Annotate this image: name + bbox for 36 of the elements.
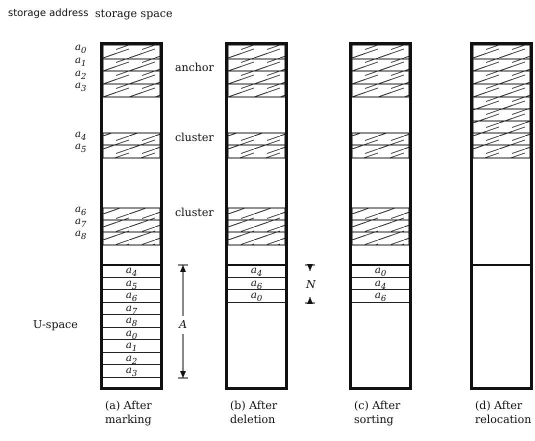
memory-cell: a$_{0}$ — [103, 328, 160, 340]
address-label: a$_{1}$ — [75, 55, 86, 69]
region-label: cluster — [175, 207, 214, 219]
column-heading: storage space — [95, 8, 172, 20]
region-label: U-space — [33, 319, 78, 331]
memory-cell: a$_{1}$ — [103, 340, 160, 352]
memory-cell: a$_{4}$ — [352, 278, 409, 290]
address-label: a$_{2}$ — [75, 68, 86, 82]
column-heading: storage address — [8, 8, 88, 20]
memory-cell: a$_{3}$ — [103, 365, 160, 378]
dimension-label: A — [179, 319, 187, 331]
column-label: (d) After relocation — [475, 399, 532, 427]
address-label: a$_{6}$ — [75, 204, 86, 218]
address-label: a$_{0}$ — [75, 42, 86, 56]
memory-cell: a$_{2}$ — [103, 352, 160, 365]
memory-cell: a$_{0}$ — [228, 290, 285, 302]
region-label: cluster — [175, 132, 214, 144]
address-label: a$_{7}$ — [75, 216, 86, 230]
memory-cell: a$_{0}$ — [352, 265, 409, 278]
address-label: a$_{5}$ — [75, 141, 86, 155]
column-label: (b) After deletion — [230, 399, 278, 427]
column-label: (a) After marking — [105, 399, 153, 427]
column-label: (c) After sorting — [354, 399, 402, 427]
memory-cell: a$_{4}$ — [103, 265, 160, 278]
memory-cell: a$_{8}$ — [103, 315, 160, 328]
address-label: a$_{8}$ — [75, 228, 86, 242]
memory-cell: a$_{6}$ — [228, 278, 285, 290]
memory-cell: a$_{4}$ — [228, 265, 285, 278]
memory-cell: a$_{7}$ — [103, 302, 160, 315]
memory-cell: a$_{6}$ — [352, 290, 409, 302]
region-label: anchor — [175, 62, 214, 74]
address-label: a$_{4}$ — [75, 129, 86, 143]
address-label: a$_{3}$ — [75, 80, 86, 94]
memory-cell: a$_{6}$ — [103, 290, 160, 302]
dimension-label: N — [306, 279, 316, 291]
memory-cell: a$_{5}$ — [103, 278, 160, 290]
